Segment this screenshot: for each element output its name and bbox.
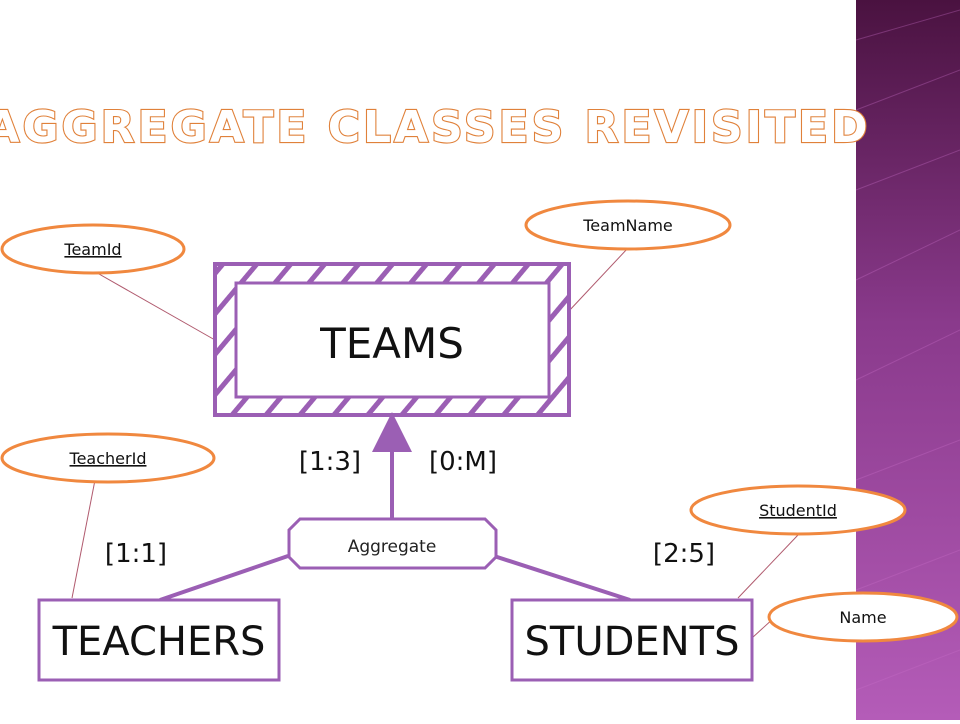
cardinality-teams-left: [1:3] [299, 447, 361, 477]
teams-aggregate-entity[interactable]: TEAMS [213, 262, 571, 417]
students-label: STUDENTS [525, 619, 740, 665]
students-box [510, 598, 754, 682]
teacherid-label: TeacherId [69, 449, 147, 468]
attribute-teamname[interactable]: TeamName [524, 199, 732, 251]
teacherid-connector [71, 479, 96, 599]
students-entity[interactable]: STUDENTS [510, 598, 754, 682]
teams-label: TEAMS [319, 319, 464, 368]
attribute-name[interactable]: Name [767, 591, 959, 643]
teamname-ellipse [524, 199, 732, 251]
slide-title: AGGREGATE CLASSES REVISITED [0, 102, 871, 153]
name-label: Name [839, 608, 886, 627]
teamid-label: TeamId [63, 240, 121, 259]
attribute-studentid[interactable]: StudentId [689, 484, 907, 536]
teacherid-ellipse [0, 432, 216, 484]
teams-inner-box [234, 281, 551, 399]
teamname-connector [567, 247, 629, 313]
studentid-connector [737, 534, 799, 599]
attribute-teacherid[interactable]: TeacherId [0, 432, 216, 484]
attribute-teamid[interactable]: TeamId [0, 223, 186, 275]
aggregate-octagon [287, 517, 498, 570]
side-panel-texture [855, 9, 960, 691]
teamid-connector [91, 269, 216, 341]
name-ellipse [767, 591, 959, 643]
teachers-entity[interactable]: TEACHERS [37, 598, 281, 682]
teamname-label: TeamName [582, 216, 673, 235]
aggregate-to-students-line [493, 554, 631, 602]
aggregate-to-teachers-line [159, 554, 289, 602]
cardinality-teachers: [1:1] [105, 539, 167, 569]
studentid-label: StudentId [759, 501, 837, 520]
cardinality-students: [2:5] [653, 539, 715, 569]
studentid-ellipse [689, 484, 907, 536]
teamid-ellipse [0, 223, 186, 275]
cardinality-teams-right: [0:M] [429, 447, 497, 477]
teachers-label: TEACHERS [52, 619, 266, 665]
teachers-box [37, 598, 281, 682]
aggregate-relationship[interactable]: Aggregate [287, 517, 498, 570]
aggregate-label: Aggregate [348, 537, 437, 557]
